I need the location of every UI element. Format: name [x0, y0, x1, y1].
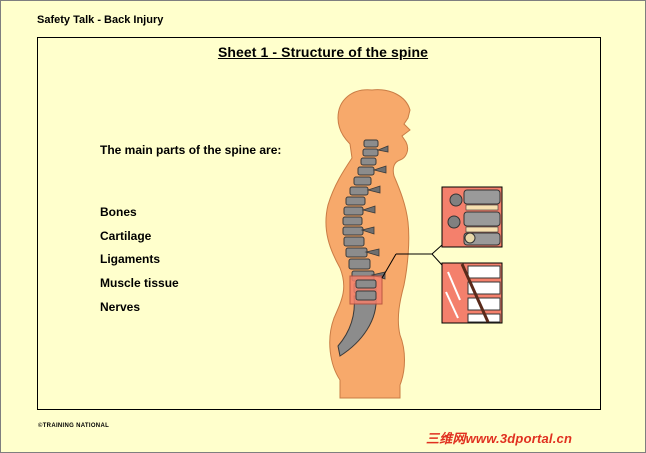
- part-item-ligaments: Ligaments: [100, 252, 161, 267]
- watermark-text: 三维网www.3dportal.cn: [426, 431, 573, 446]
- part-item-bones: Bones: [100, 205, 137, 219]
- part-item-cartilage: Cartilage: [100, 228, 152, 243]
- parts-list: Bones Cartilage Ligaments Muscle tissue …: [100, 204, 179, 322]
- detail-inset-ligaments: [441, 262, 503, 324]
- slide-frame: [37, 37, 601, 410]
- copyright-text: ©TRAINING NATIONAL: [38, 423, 110, 429]
- spinal-processes: [360, 145, 389, 280]
- callout-lines: [381, 244, 443, 279]
- header-title: Safety Talk - Back Injury: [37, 14, 164, 26]
- sheet-title: Sheet 1 - Structure of the spine: [217, 44, 429, 60]
- detail-inset-vertebrae: [441, 186, 503, 248]
- part-item-nerves: Nerves: [100, 299, 141, 314]
- part-item-muscle-tissue: Muscle tissue: [100, 276, 179, 291]
- body-silhouette: [325, 89, 411, 399]
- intro-text: The main parts of the spine are:: [100, 143, 282, 157]
